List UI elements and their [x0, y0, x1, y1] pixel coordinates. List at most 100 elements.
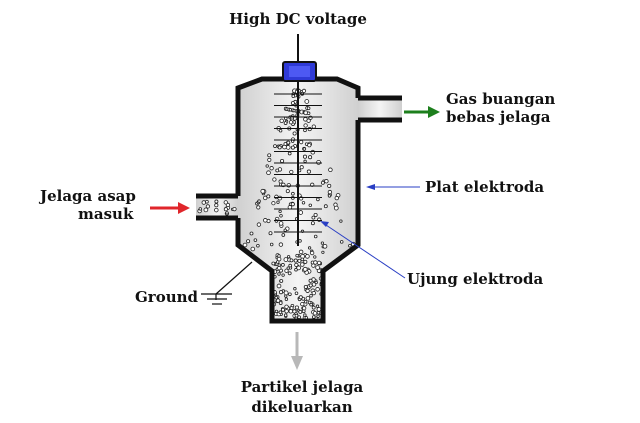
soot-particle [294, 305, 299, 310]
soot-particle [315, 265, 320, 270]
soot-particle [311, 215, 316, 220]
soot-particle [286, 140, 291, 145]
soot-particle [299, 165, 304, 170]
soot-particle [303, 259, 308, 264]
label-soot-in-line1: Jelaga asap [38, 187, 136, 205]
soot-particle [198, 207, 202, 211]
ground-symbol [201, 261, 253, 305]
soot-particle [278, 209, 282, 214]
soot-particle [303, 313, 307, 317]
soot-particle [339, 219, 343, 223]
soot-particle [274, 295, 279, 300]
electrode-tip-pointer [320, 221, 406, 279]
plate-electrode-pointer [366, 184, 420, 190]
soot-particle [201, 200, 207, 205]
label-particles-out-line1: Partikel jelaga [241, 378, 364, 396]
soot-particle [307, 143, 312, 148]
soot-particle [315, 304, 320, 308]
soot-particle [283, 257, 289, 262]
soot-particle [301, 201, 306, 205]
soot-particle [348, 243, 352, 248]
soot-particle [284, 309, 289, 314]
soot-particle [290, 145, 295, 150]
soot-particle [327, 194, 332, 198]
soot-particle [313, 255, 317, 259]
soot-particle [302, 306, 307, 311]
soot-particle [306, 169, 311, 174]
soot-particle [310, 149, 316, 155]
outlet-arrow [404, 106, 440, 118]
soot-particle [312, 311, 318, 316]
soot-particle [293, 287, 297, 291]
soot-particle [256, 205, 261, 210]
soot-particle [309, 250, 315, 256]
soot-particle [290, 101, 295, 106]
soot-particle [283, 313, 288, 317]
soot-particle [284, 304, 289, 309]
soot-particle [313, 234, 318, 239]
soot-particle [286, 255, 291, 259]
soot-particle [298, 309, 303, 314]
soot-particle [267, 153, 272, 158]
soot-particle [276, 200, 280, 204]
label-high-dc-voltage: High DC voltage [229, 10, 367, 28]
soot-particle [288, 292, 292, 297]
soot-particle [308, 155, 313, 160]
soot-particle [276, 283, 282, 289]
soot-particle [302, 266, 308, 272]
soot-particle [257, 199, 261, 203]
soot-particle [293, 258, 298, 263]
soot-particle [249, 231, 254, 236]
soot-particle [279, 214, 283, 218]
soot-particle [305, 296, 311, 301]
soot-particle [274, 309, 279, 314]
soot-particle [316, 314, 320, 318]
soot-particle [283, 290, 289, 296]
soot-particle [214, 199, 219, 204]
soot-particle [308, 278, 313, 283]
soot-particle [304, 99, 310, 104]
soot-particle [314, 280, 318, 285]
soot-particle [294, 262, 299, 267]
soot-particle [214, 203, 219, 208]
soot-particle [256, 243, 260, 248]
soot-particle [298, 249, 304, 255]
soot-particle [223, 200, 228, 205]
soot-particle [289, 306, 294, 311]
soot-particle [278, 310, 283, 314]
soot-particle [279, 279, 284, 283]
soot-particle [313, 212, 318, 218]
electrode-tips [274, 93, 322, 233]
soot-particle [269, 166, 274, 171]
soot-particle [283, 121, 288, 125]
soot-particle [311, 290, 316, 296]
soot-particle [284, 268, 289, 273]
soot-particle [278, 290, 284, 295]
soot-particle [277, 145, 282, 150]
soot-particle [301, 88, 307, 94]
soot-particle [289, 258, 294, 263]
outlet-duct [358, 98, 402, 120]
soot-particle [277, 272, 281, 276]
soot-particle [303, 284, 308, 290]
soot-particle [300, 301, 305, 307]
soot-particle [267, 157, 272, 162]
soot-particle [205, 204, 211, 209]
soot-particle [311, 124, 316, 129]
soot-particle [294, 291, 299, 296]
soot-particle [309, 302, 313, 307]
soot-particle [275, 298, 281, 303]
soot-particle [298, 239, 302, 243]
soot-particle [246, 239, 251, 244]
soot-particle [311, 263, 316, 268]
soot-particle [322, 243, 328, 249]
soot-particle [266, 194, 271, 199]
soot-particle [307, 127, 312, 132]
soot-particle [333, 205, 339, 211]
soot-particle [278, 179, 283, 184]
soot-particle [266, 170, 271, 176]
soot-particle [280, 158, 285, 164]
soot-particle [284, 297, 289, 301]
soot-particle [269, 242, 274, 247]
soot-particle [291, 191, 295, 196]
